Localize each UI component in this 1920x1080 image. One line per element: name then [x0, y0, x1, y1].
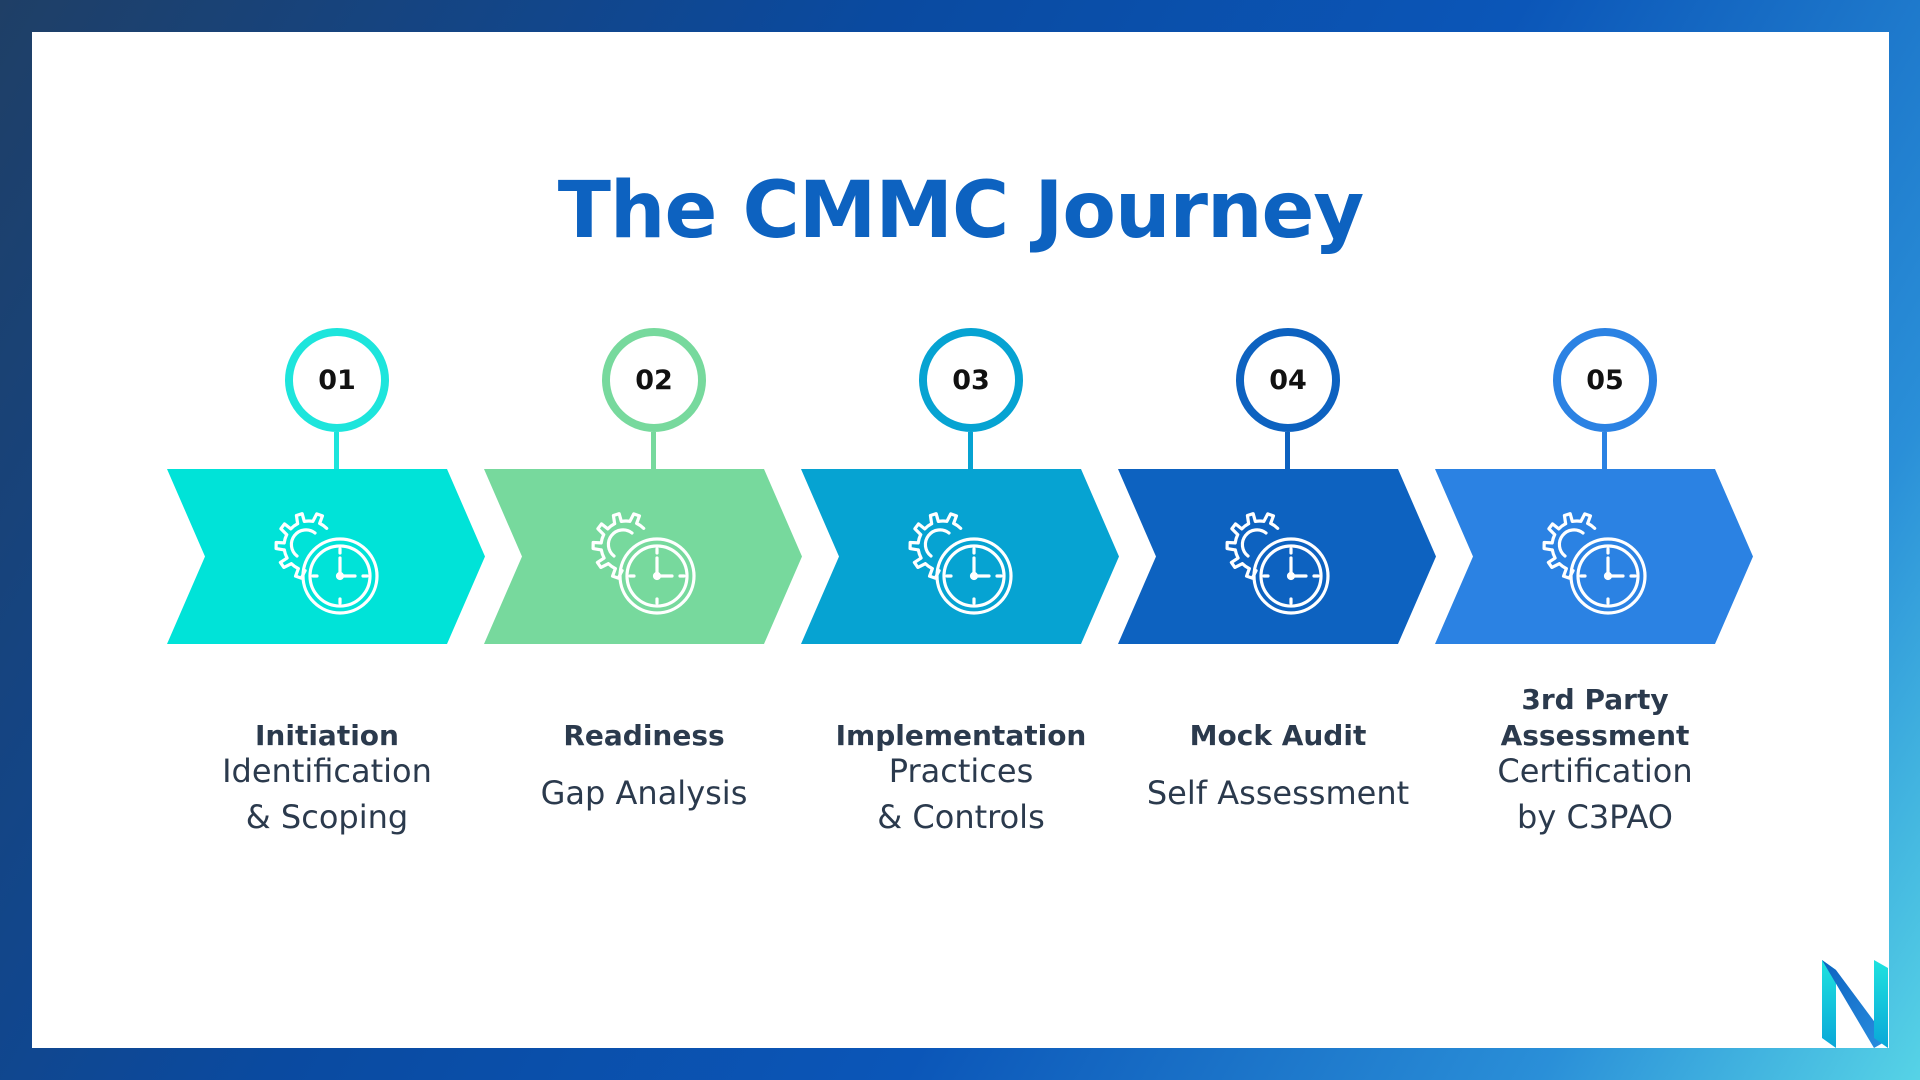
- connector-stem: [1285, 432, 1290, 470]
- step-label: Initiation: [255, 719, 399, 752]
- step-2: 02 Readiness Gap Analysis: [484, 32, 814, 1048]
- n-logo-icon: [1822, 960, 1888, 1048]
- gear-clock-icon: [908, 512, 1013, 615]
- slide-card: The CMMC Journey 01 Initiation Identific…: [32, 32, 1889, 1048]
- step-chevron: [801, 469, 1119, 644]
- gear-clock-icon: [1225, 512, 1330, 615]
- step-label: Readiness: [563, 719, 725, 752]
- connector-stem: [651, 432, 656, 470]
- step-number-badge: 04: [1236, 328, 1340, 432]
- step-label: 3rd Party Assessment: [1500, 683, 1690, 752]
- step-label: Implementation: [835, 719, 1087, 752]
- step-chevron: [484, 469, 802, 644]
- step-label: Mock Audit: [1189, 719, 1367, 752]
- step-3: 03 Implementation Practices & Controls: [801, 32, 1131, 1048]
- step-description: Gap Analysis: [540, 774, 748, 812]
- page-title: The CMMC Journey: [557, 166, 1365, 256]
- connector-stem: [1602, 432, 1607, 470]
- step-chevron: [167, 469, 485, 644]
- connector-stem: [968, 432, 973, 470]
- gear-clock-icon: [274, 512, 379, 615]
- gear-clock-icon: [591, 512, 696, 615]
- step-number-badge: 02: [602, 328, 706, 432]
- step-5: 05 3rd Party Assessment Certification by…: [1435, 32, 1765, 1048]
- step-chevron: [1118, 469, 1436, 644]
- connector-stem: [334, 432, 339, 470]
- step-description: Self Assessment: [1146, 774, 1410, 812]
- step-1: 01 Initiation Identification & Scoping: [167, 32, 497, 1048]
- step-number-badge: 01: [285, 328, 389, 432]
- step-description: Certification by C3PAO: [1497, 752, 1693, 836]
- step-number-badge: 05: [1553, 328, 1657, 432]
- step-number-badge: 03: [919, 328, 1023, 432]
- step-4: 04 Mock Audit Self Assessment: [1118, 32, 1448, 1048]
- step-chevron: [1435, 469, 1753, 644]
- step-description: Practices & Controls: [877, 752, 1045, 836]
- step-description: Identification & Scoping: [222, 752, 432, 836]
- gear-clock-icon: [1542, 512, 1647, 615]
